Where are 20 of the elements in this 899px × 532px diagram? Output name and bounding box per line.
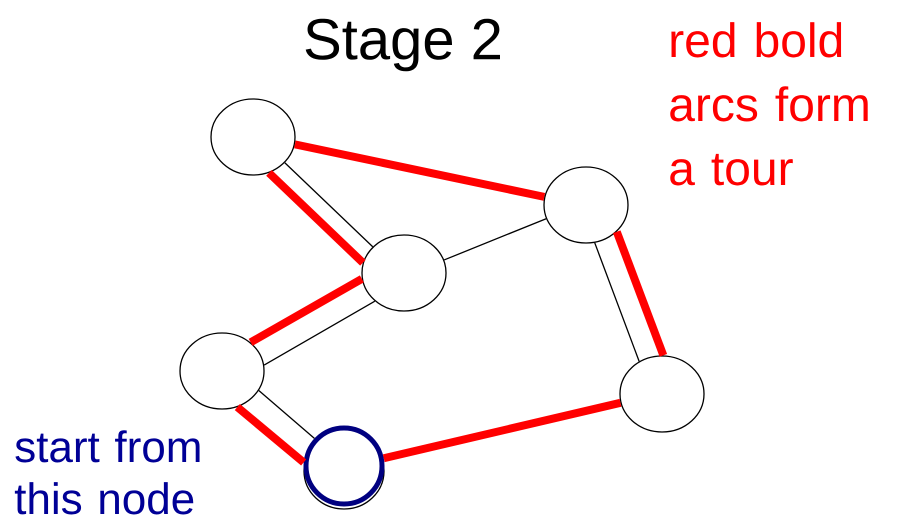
node-circle bbox=[210, 98, 296, 176]
node-circle bbox=[619, 355, 705, 433]
bold-arc bbox=[294, 140, 546, 201]
bold-arc bbox=[613, 230, 668, 357]
bold-arc bbox=[266, 170, 366, 266]
bold-arc bbox=[382, 398, 622, 462]
node-circle bbox=[179, 332, 265, 410]
bold-arc bbox=[248, 275, 364, 346]
note-text: red bold arcs form a tour bbox=[670, 22, 868, 186]
node-circle bbox=[303, 425, 385, 510]
node-circle bbox=[543, 166, 629, 244]
edge-line bbox=[594, 242, 640, 362]
title: Stage 2 bbox=[306, 18, 500, 72]
bold-arc bbox=[234, 404, 306, 466]
node-circle bbox=[361, 234, 447, 312]
edge-line bbox=[264, 300, 376, 366]
edge-line bbox=[444, 218, 546, 261]
edge-line bbox=[284, 162, 374, 248]
edge-line bbox=[258, 390, 315, 439]
note-text: start from this node bbox=[14, 430, 200, 514]
